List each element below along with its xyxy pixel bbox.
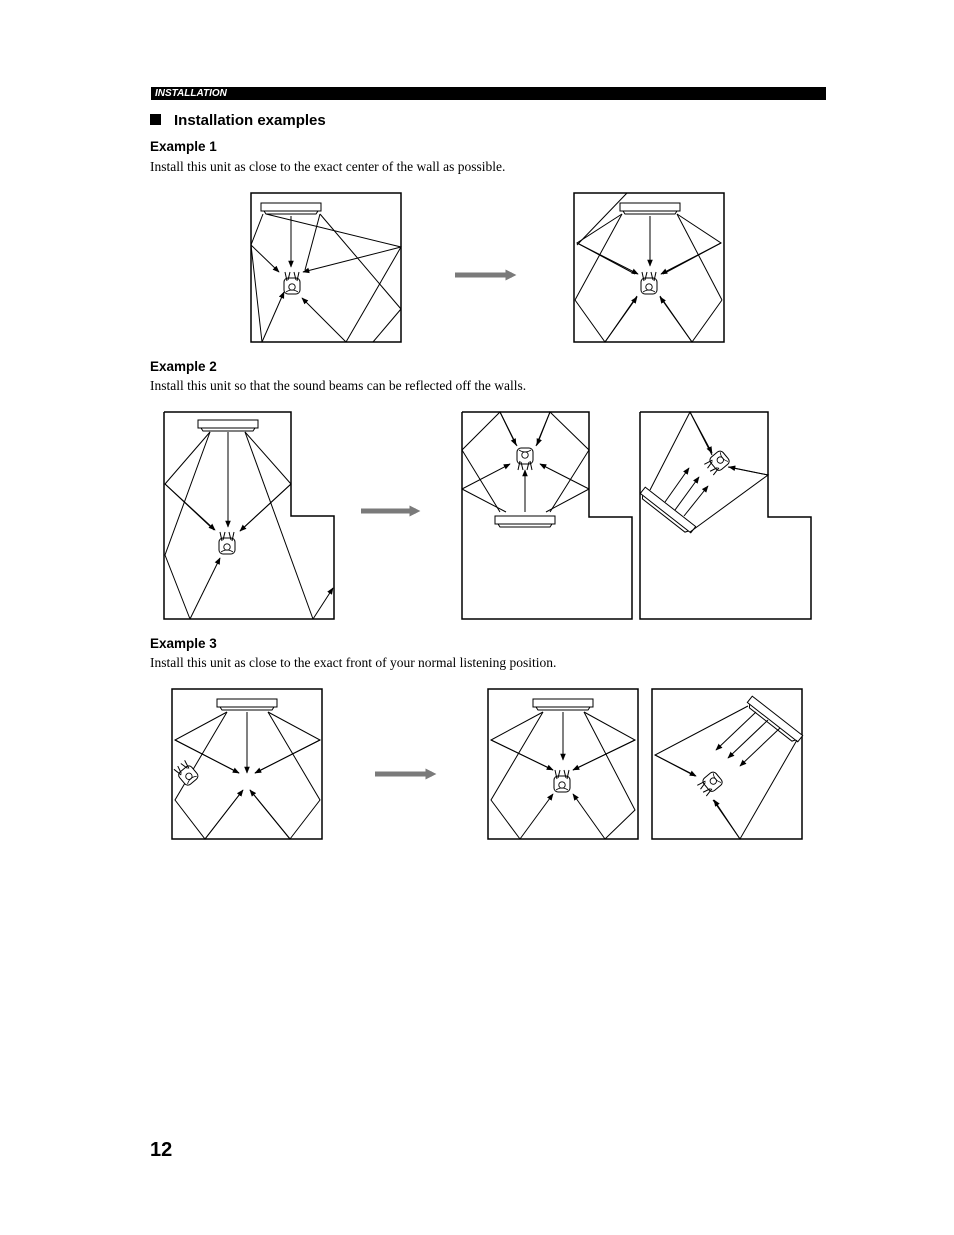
example-3-title: Example 3 [150,636,217,651]
example-2-after-diagram-a [461,411,633,620]
example-2-title: Example 2 [150,359,217,374]
example-3-after-diagram-a [487,688,639,840]
square-bullet-icon [150,114,161,125]
example-2-after-diagram-b [639,410,812,620]
example-3-after-diagram-b [651,688,804,840]
example-1-before-diagram [250,192,402,343]
heading-text: Installation examples [174,112,326,129]
section-header-label: INSTALLATION [155,88,227,99]
example-1-after-diagram [573,192,725,343]
example-1-title: Example 1 [150,139,217,154]
section-header-bar: INSTALLATION [151,87,826,100]
page-heading: Installation examples [150,112,326,129]
example-3-text: Install this unit as close to the exact … [150,655,557,670]
example-1-text: Install this unit as close to the exact … [150,159,506,174]
example-2-text: Install this unit so that the sound beam… [150,378,527,393]
example-2-before-diagram [163,411,335,620]
example-3-before-diagram [171,688,323,840]
page-number: 12 [150,1139,173,1161]
